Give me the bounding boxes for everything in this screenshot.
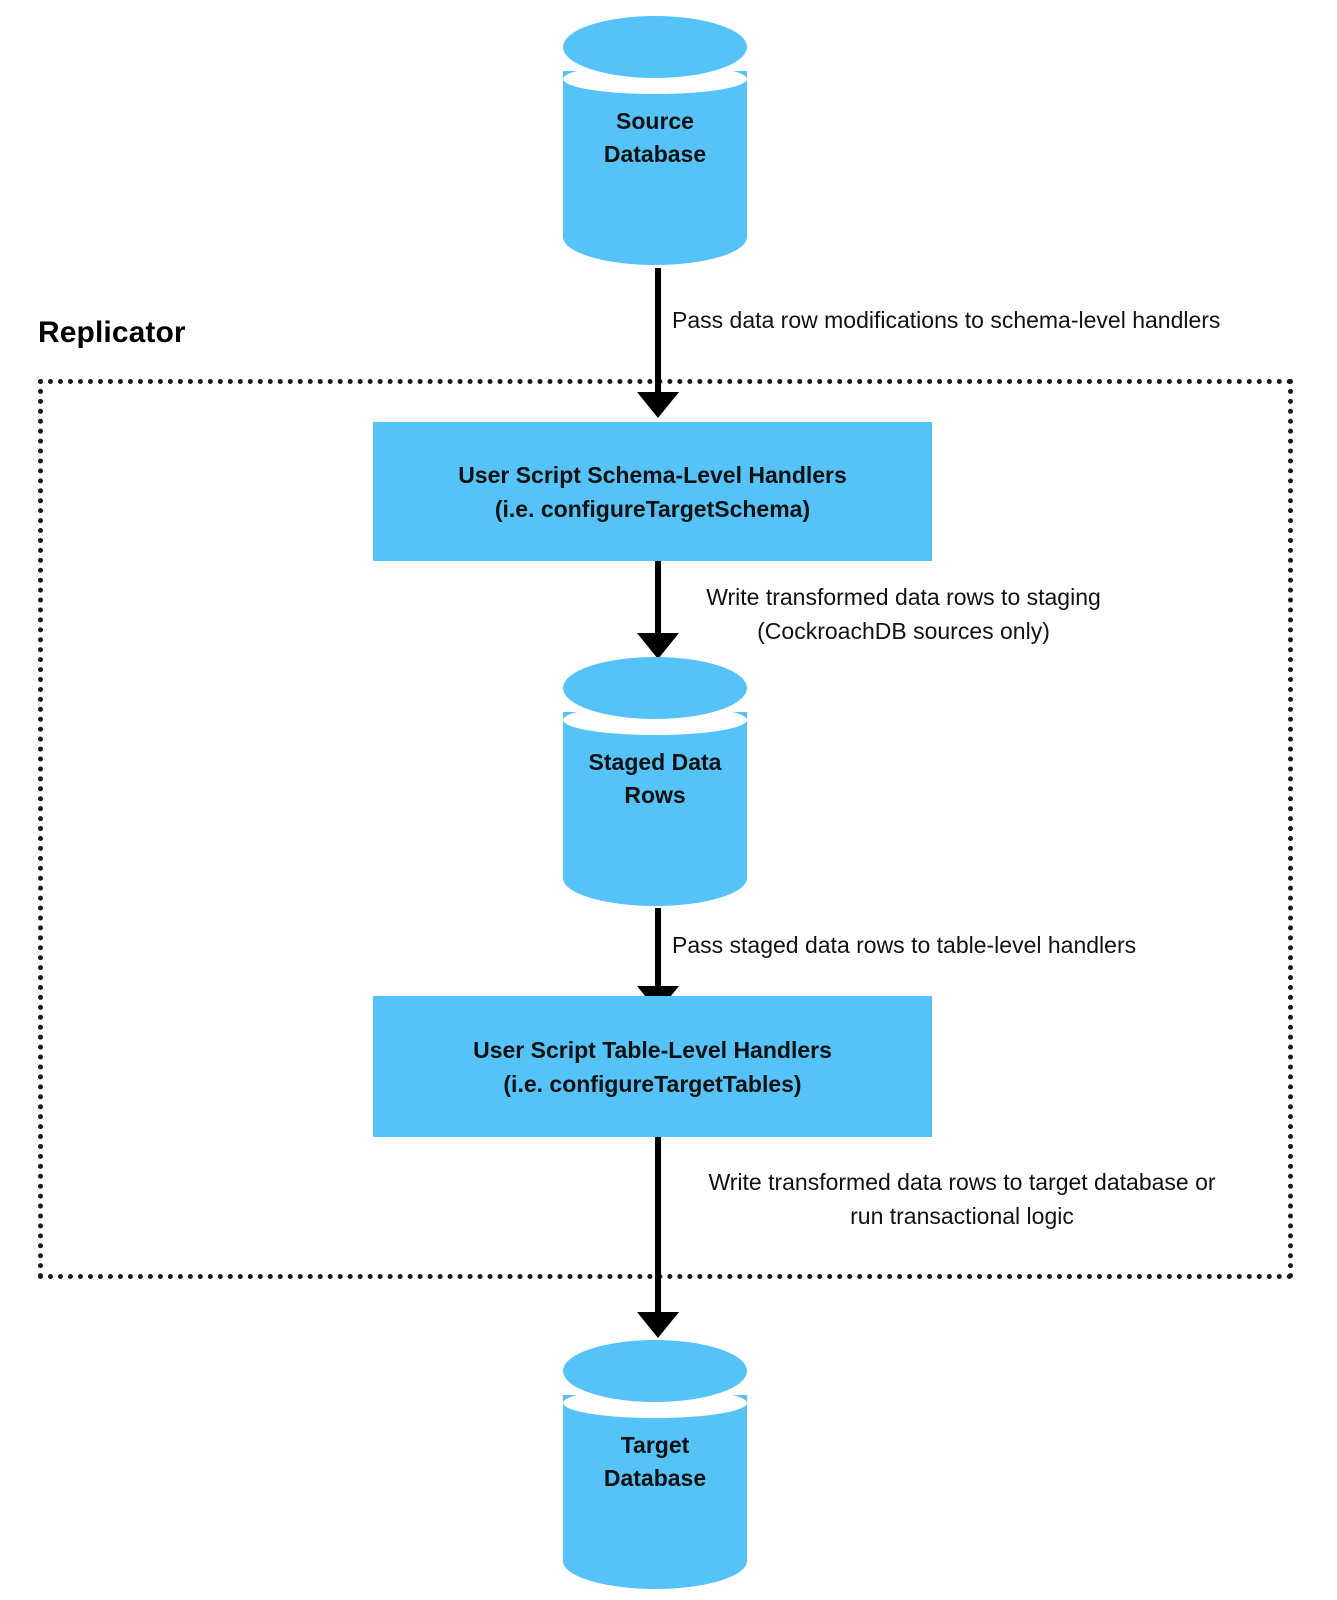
node-staged-data-rows-label: Staged Data Rows (588, 749, 722, 808)
cylinder-top-ellipse (563, 657, 747, 719)
cylinder-body (563, 712, 747, 878)
cylinder-top-ellipse (563, 16, 747, 78)
edge-source-to-schema-label: Pass data row modifications to schema-le… (672, 307, 1221, 333)
edge-source-to-schema-line (655, 268, 661, 393)
node-target-database: Target Database (563, 1340, 747, 1589)
cylinder-body (563, 1395, 747, 1561)
cylinder-body (563, 71, 747, 237)
edge-schema-to-staged-arrowhead (637, 633, 679, 659)
edge-table-to-target-label: Write transformed data rows to target da… (708, 1169, 1216, 1229)
node-schema-level-handlers: User Script Schema-Level Handlers (i.e. … (373, 422, 932, 561)
node-source-database-label: Source Database (603, 108, 707, 167)
node-source-database: Source Database (563, 16, 747, 265)
node-target-database-label: Target Database (603, 1432, 707, 1491)
node-schema-level-handlers-label: User Script Schema-Level Handlers (i.e. … (458, 461, 847, 522)
edge-schema-to-staged-line (655, 561, 661, 637)
edge-schema-to-staged-label: Write transformed data rows to staging (… (706, 584, 1101, 644)
node-staged-data-rows: Staged Data Rows (563, 657, 747, 906)
node-table-level-handlers-label: User Script Table-Level Handlers (i.e. c… (473, 1036, 832, 1097)
replicator-group-boundary (38, 379, 1293, 1279)
edge-staged-to-table-line (655, 908, 661, 990)
edge-staged-to-table-label: Pass staged data rows to table-level han… (672, 932, 1137, 958)
node-table-level-handlers: User Script Table-Level Handlers (i.e. c… (373, 996, 932, 1137)
replicator-group-label: Replicator (38, 316, 186, 349)
cylinder-top-ellipse (563, 1340, 747, 1402)
edge-table-to-target-line (655, 1137, 661, 1315)
edge-source-to-schema-arrowhead (637, 392, 679, 418)
edge-table-to-target-arrowhead (637, 1312, 679, 1338)
